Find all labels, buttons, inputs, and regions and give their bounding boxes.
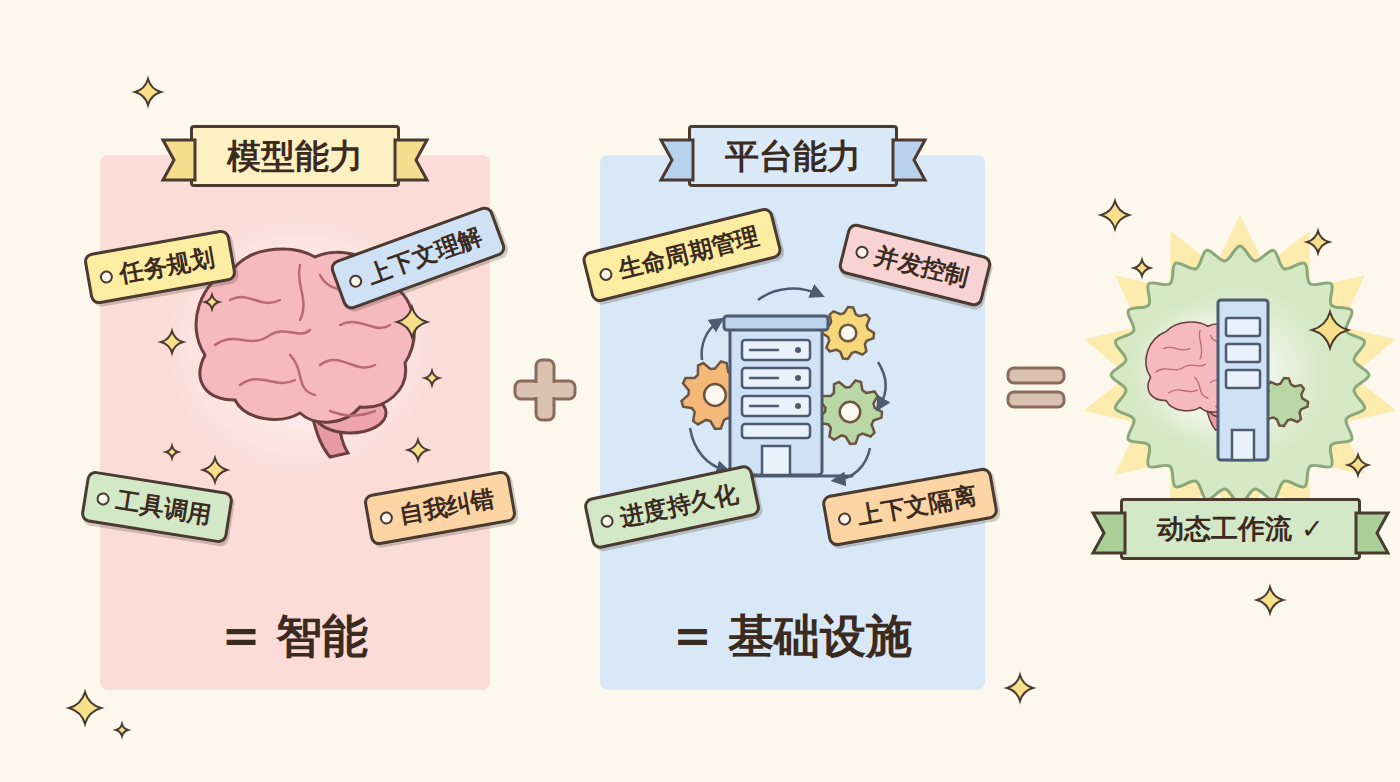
sparkles bbox=[69, 79, 1368, 736]
ribbon-banner: 平台能力 bbox=[688, 125, 898, 187]
sparkle bbox=[397, 307, 427, 337]
tag-hole bbox=[99, 269, 114, 284]
capability-tag: 生命周期管理 bbox=[581, 206, 784, 304]
sparkle bbox=[1307, 231, 1329, 253]
ribbon-title: 动态工作流 ✓ bbox=[1157, 513, 1324, 544]
ribbon-title: 平台能力 bbox=[725, 136, 861, 176]
ribbon-banner: 模型能力 bbox=[190, 125, 400, 187]
ribbon-tail bbox=[893, 140, 925, 186]
ribbon-banner: 动态工作流 ✓ bbox=[1120, 498, 1361, 560]
tag-label: 任务规划 bbox=[117, 244, 216, 288]
ribbon-tail bbox=[163, 140, 195, 186]
sparkle bbox=[203, 458, 227, 482]
tag-hole bbox=[96, 492, 111, 507]
sparkle bbox=[1134, 260, 1150, 276]
tag-hole bbox=[347, 273, 364, 290]
sparkle bbox=[69, 692, 101, 724]
equals-sign bbox=[1008, 368, 1064, 407]
ribbon-tail bbox=[1093, 513, 1125, 559]
capability-panel: 生命周期管理并发控制进度持久化上下文隔离平台能力= 基础设施 bbox=[600, 155, 985, 690]
capability-panel: 任务规划上下文理解工具调用自我纠错模型能力= 智能 bbox=[100, 155, 490, 690]
sparkle bbox=[135, 79, 161, 105]
capability-tag: 上下文隔离 bbox=[821, 466, 999, 547]
capability-tag: 任务规划 bbox=[83, 229, 238, 306]
sparkle bbox=[1101, 201, 1129, 229]
sparkle bbox=[425, 371, 439, 385]
result-badge bbox=[1084, 215, 1396, 535]
tag-label: 上下文理解 bbox=[363, 222, 485, 289]
tag-label: 自我纠错 bbox=[397, 485, 496, 529]
tag-label: 并发控制 bbox=[872, 241, 972, 291]
tag-label: 上下文隔离 bbox=[855, 482, 978, 530]
sparkle bbox=[1348, 455, 1368, 475]
tag-hole bbox=[598, 267, 614, 283]
capability-tag: 自我纠错 bbox=[363, 470, 518, 547]
ribbon-tail bbox=[661, 140, 693, 186]
sparkle bbox=[116, 724, 128, 736]
tag-label: 工具调用 bbox=[114, 487, 213, 530]
plus-sign bbox=[515, 360, 575, 420]
sparkle bbox=[205, 295, 219, 309]
sparkle bbox=[1007, 675, 1033, 701]
result-badge-node: 动态工作流 ✓ bbox=[1075, 230, 1400, 560]
tag-label: 进度持久化 bbox=[617, 479, 740, 531]
sparkle bbox=[161, 331, 183, 353]
tag-hole bbox=[599, 514, 614, 529]
ribbon-tail bbox=[1356, 513, 1388, 559]
capability-tag: 进度持久化 bbox=[582, 464, 761, 551]
sparkle bbox=[1312, 312, 1348, 348]
panel-summary: = 智能 bbox=[100, 608, 490, 664]
sparkle bbox=[408, 440, 428, 460]
ribbon-title: 模型能力 bbox=[227, 136, 363, 176]
capability-tag: 上下文理解 bbox=[328, 204, 507, 312]
panel-summary: = 基础设施 bbox=[600, 608, 985, 664]
sparkle bbox=[1257, 587, 1283, 613]
tag-hole bbox=[379, 510, 394, 525]
tag-label: 生命周期管理 bbox=[616, 222, 762, 284]
capability-tag: 并发控制 bbox=[837, 222, 993, 308]
ribbon-tail bbox=[395, 140, 427, 186]
tag-hole bbox=[854, 244, 870, 260]
tag-hole bbox=[837, 512, 852, 527]
capability-tag: 工具调用 bbox=[80, 470, 234, 545]
server-illustration bbox=[682, 289, 886, 480]
sparkle bbox=[166, 446, 178, 458]
